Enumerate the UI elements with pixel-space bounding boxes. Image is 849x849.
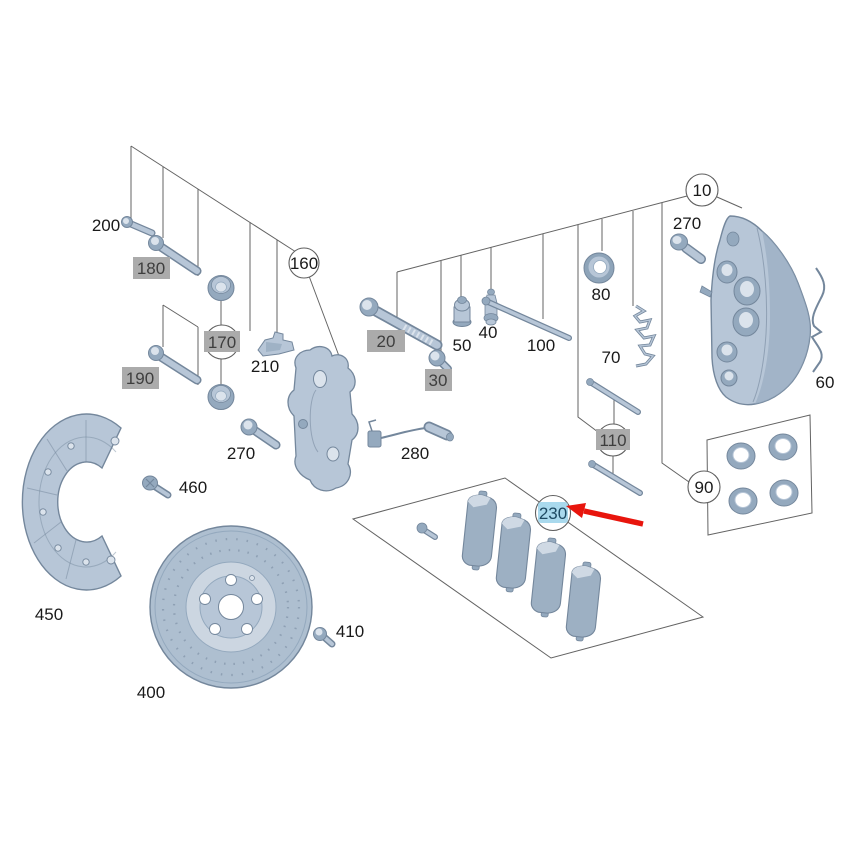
label-box-20 [367,330,405,352]
label-circle-90 [687,470,721,504]
callout-90[interactable]: 90 [687,470,721,504]
part-splash-shield-450 [21,413,122,591]
callout-70[interactable]: 70 [602,348,621,367]
part-pad-pins-110 [586,378,643,496]
label-30[interactable]: 30 [429,371,448,390]
label-box-30 [425,369,452,391]
label-box-180 [133,257,170,279]
label-circle-10 [685,173,719,207]
callout-280[interactable]: 280 [401,444,429,463]
red-arrow-annotation [566,503,644,527]
callout-410[interactable]: 410 [336,622,364,641]
part-bolt-20 [359,297,443,351]
part-bolt-410 [313,627,336,648]
label-180[interactable]: 180 [137,259,165,278]
callout-400[interactable]: 400 [137,683,165,702]
part-guide-bushing-170-upper [207,275,235,301]
callout-80[interactable]: 80 [592,285,611,304]
part-guide-bushing-170-lower [207,384,235,410]
part-screw-460 [142,475,172,499]
callout-40[interactable]: 40 [479,323,498,342]
label-80[interactable]: 80 [592,285,611,304]
label-circle-160 [288,247,320,279]
part-brake-caliper-10 [699,215,812,406]
callout-100[interactable]: 100 [527,336,555,355]
part-spring-60 [810,267,826,373]
callout-450[interactable]: 450 [35,605,63,624]
label-box-190 [122,367,159,389]
callout-230-highlighted[interactable]: 230 [534,494,572,532]
part-brake-pad-set-230 [416,490,602,642]
part-bleeder-valve-40 [483,288,499,326]
label-70[interactable]: 70 [602,348,621,367]
label-box-170 [204,331,240,352]
callout-460[interactable]: 460 [179,478,207,497]
label-210[interactable]: 210 [251,357,279,376]
label-10[interactable]: 10 [693,181,712,200]
label-270-left[interactable]: 270 [227,444,255,463]
part-bolt-190 [148,345,202,385]
label-230[interactable]: 230 [539,504,567,523]
label-190[interactable]: 190 [126,369,154,388]
label-60[interactable]: 60 [816,373,835,392]
callout-30[interactable]: 30 [425,369,452,391]
label-50[interactable]: 50 [453,336,472,355]
label-450[interactable]: 450 [35,605,63,624]
label-200[interactable]: 200 [92,216,120,235]
part-bolt-270-left [240,418,281,450]
part-bolt-200 [121,216,156,237]
part-pin-100 [481,296,572,341]
part-spring-clip-70 [632,304,657,368]
callout-270-right[interactable]: 270 [673,214,701,233]
callout-210[interactable]: 210 [251,357,279,376]
label-400[interactable]: 400 [137,683,165,702]
callout-160[interactable]: 160 [288,247,320,279]
part-brake-disc-400 [149,525,313,689]
label-100[interactable]: 100 [527,336,555,355]
callout-60[interactable]: 60 [816,373,835,392]
label-410[interactable]: 410 [336,622,364,641]
callout-50[interactable]: 50 [453,336,472,355]
part-bolt-180 [148,235,202,276]
part-clip-210 [257,331,295,357]
callout-190[interactable]: 190 [122,367,159,389]
label-460[interactable]: 460 [179,478,207,497]
part-seal-ring-80 [583,252,615,284]
part-bleeder-cap-50 [452,296,472,327]
part-caliper-carrier-160 [287,345,359,492]
callout-10[interactable]: 10 [685,173,719,207]
callout-200[interactable]: 200 [92,216,120,235]
label-40[interactable]: 40 [479,323,498,342]
callout-180[interactable]: 180 [133,257,170,279]
leader-lines [130,145,743,483]
part-bolt-270-right [670,233,706,264]
label-highlight-230 [538,502,568,523]
callout-110[interactable]: 110 [596,423,630,457]
group-boxes [351,414,813,659]
brake-pad-set-box [351,477,705,659]
part-seal-kit-90 [726,433,799,515]
label-110[interactable]: 110 [599,431,626,450]
callout-270-left[interactable]: 270 [227,444,255,463]
callout-20[interactable]: 20 [367,330,405,352]
part-wear-sensor-280 [367,419,454,448]
label-90[interactable]: 90 [695,478,714,497]
label-160[interactable]: 160 [290,254,318,273]
label-170[interactable]: 170 [208,333,236,352]
label-20[interactable]: 20 [377,332,396,351]
label-280[interactable]: 280 [401,444,429,463]
part-bolt-30 [428,349,452,373]
callout-170[interactable]: 170 [204,324,240,360]
seal-set-box [706,414,813,536]
label-270-right[interactable]: 270 [673,214,701,233]
label-box-110 [596,429,630,450]
